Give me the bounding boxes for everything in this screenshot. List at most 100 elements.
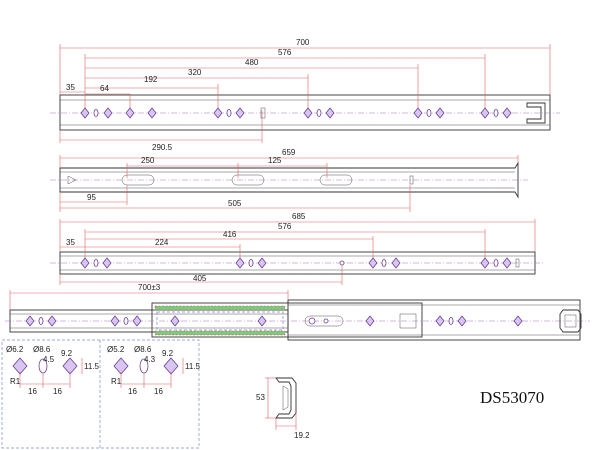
detail-left-s2: 16 [53,387,62,396]
dim-685: 685 [292,212,306,221]
dim-290-5: 290.5 [152,143,173,152]
mount-hole [80,107,90,119]
cage-outline [156,311,284,331]
dim-250: 250 [141,156,155,165]
mount-hole [368,257,378,269]
cross-hole [62,357,78,375]
lock-latch [399,313,417,329]
dim-405: 405 [193,274,207,283]
mount-hole [235,257,245,269]
dim-659: 659 [282,148,296,157]
slot-hole [123,317,129,325]
detail-right-r: R1 [111,377,122,386]
mount-hole [480,257,490,269]
ball-row-top [154,305,286,311]
detail-left-r: R1 [10,377,21,386]
dim-192: 192 [144,75,158,84]
mount-hole [170,315,180,327]
stop-tab [260,107,266,119]
outer-section-outline [287,299,581,341]
view-middle-rail: 659 250 125 95 505 [50,148,528,212]
long-slot [121,174,155,186]
mount-hole [25,315,35,327]
mount-hole [435,107,445,119]
slot-hole [381,259,387,267]
mount-hole [457,315,467,327]
mount-hole [365,315,375,327]
end-bracket [559,309,582,333]
mount-hole [235,107,245,119]
dim-224: 224 [155,238,169,247]
slot-hole [248,259,254,267]
view-inner-rail: 685 576 416 224 35 405 [50,212,545,285]
mount-hole [257,257,267,269]
detail-right-h: 11.5 [185,362,201,371]
mount-hole [103,107,113,119]
detail-right-w1: 4.3 [144,355,156,364]
slot-hole [226,109,232,117]
dim-64: 64 [100,84,109,93]
outer-rail-holes [80,107,512,119]
middle-section-outline [151,302,423,338]
mount-hole [413,107,423,119]
detail-left-w2: 9.2 [61,349,73,358]
profile-inner [282,385,289,411]
cross-hole [163,357,179,375]
detail-left-d1: Ø6.2 [6,345,24,354]
mount-hole [435,315,445,327]
mount-hole [80,257,90,269]
slot-hole [493,109,499,117]
ball-row-bottom [154,330,286,336]
dim-700: 700 [296,38,310,47]
profile-height: 53 [256,393,265,402]
detail-area-box [1,339,200,449]
model-number: DS53070 [480,388,544,407]
detail-left-h: 11.5 [84,362,100,371]
dim-95: 95 [87,193,96,202]
outer-rail-outline [59,94,551,131]
mount-hole [47,315,57,327]
mount-hole [257,315,267,327]
mount-hole [102,257,112,269]
end-bracket-inner [564,314,577,328]
long-slot [319,174,353,186]
view-assembled-rail: 700±3 [5,283,590,341]
dim-480: 480 [245,58,259,67]
stop-tab [515,258,520,268]
slot-hole [38,317,44,325]
slot-hole [493,259,499,267]
detail-left-d2: Ø8.6 [33,345,51,354]
mount-hole [502,107,512,119]
mount-hole [502,257,512,269]
mount-hole [303,107,313,119]
small-hole [339,260,345,266]
mount-hole [132,315,142,327]
mount-hole [513,315,523,327]
ball-cage [154,305,286,336]
slot-hole [93,109,99,117]
dim-416: 416 [223,230,237,239]
dim-125: 125 [268,156,282,165]
detail-right-d1: Ø5.2 [107,345,125,354]
dim-700-tol: 700±3 [138,283,161,292]
slot-hole [426,109,432,117]
profile-width: 19.2 [294,431,310,440]
view-outer-rail: 700 576 480 320 192 64 35 290.5 [50,38,560,152]
dim-35: 35 [66,83,75,92]
mount-hole [480,107,490,119]
mount-hole [110,315,120,327]
detail-right-s1: 16 [128,387,137,396]
dim-505: 505 [228,199,242,208]
profile-outline [275,377,297,419]
long-slot [231,174,265,186]
detail-right-d2: Ø8.6 [134,345,152,354]
cross-section-profile: 53 19.2 [256,377,310,440]
dim-320: 320 [188,68,202,77]
dim-576: 576 [278,222,292,231]
cross-hole [113,357,129,375]
small-hole [323,318,329,324]
rail-tip [67,175,77,185]
assembled-holes [25,313,523,329]
slot-hole [93,259,99,267]
detail-left-w1: 4.5 [43,355,55,364]
